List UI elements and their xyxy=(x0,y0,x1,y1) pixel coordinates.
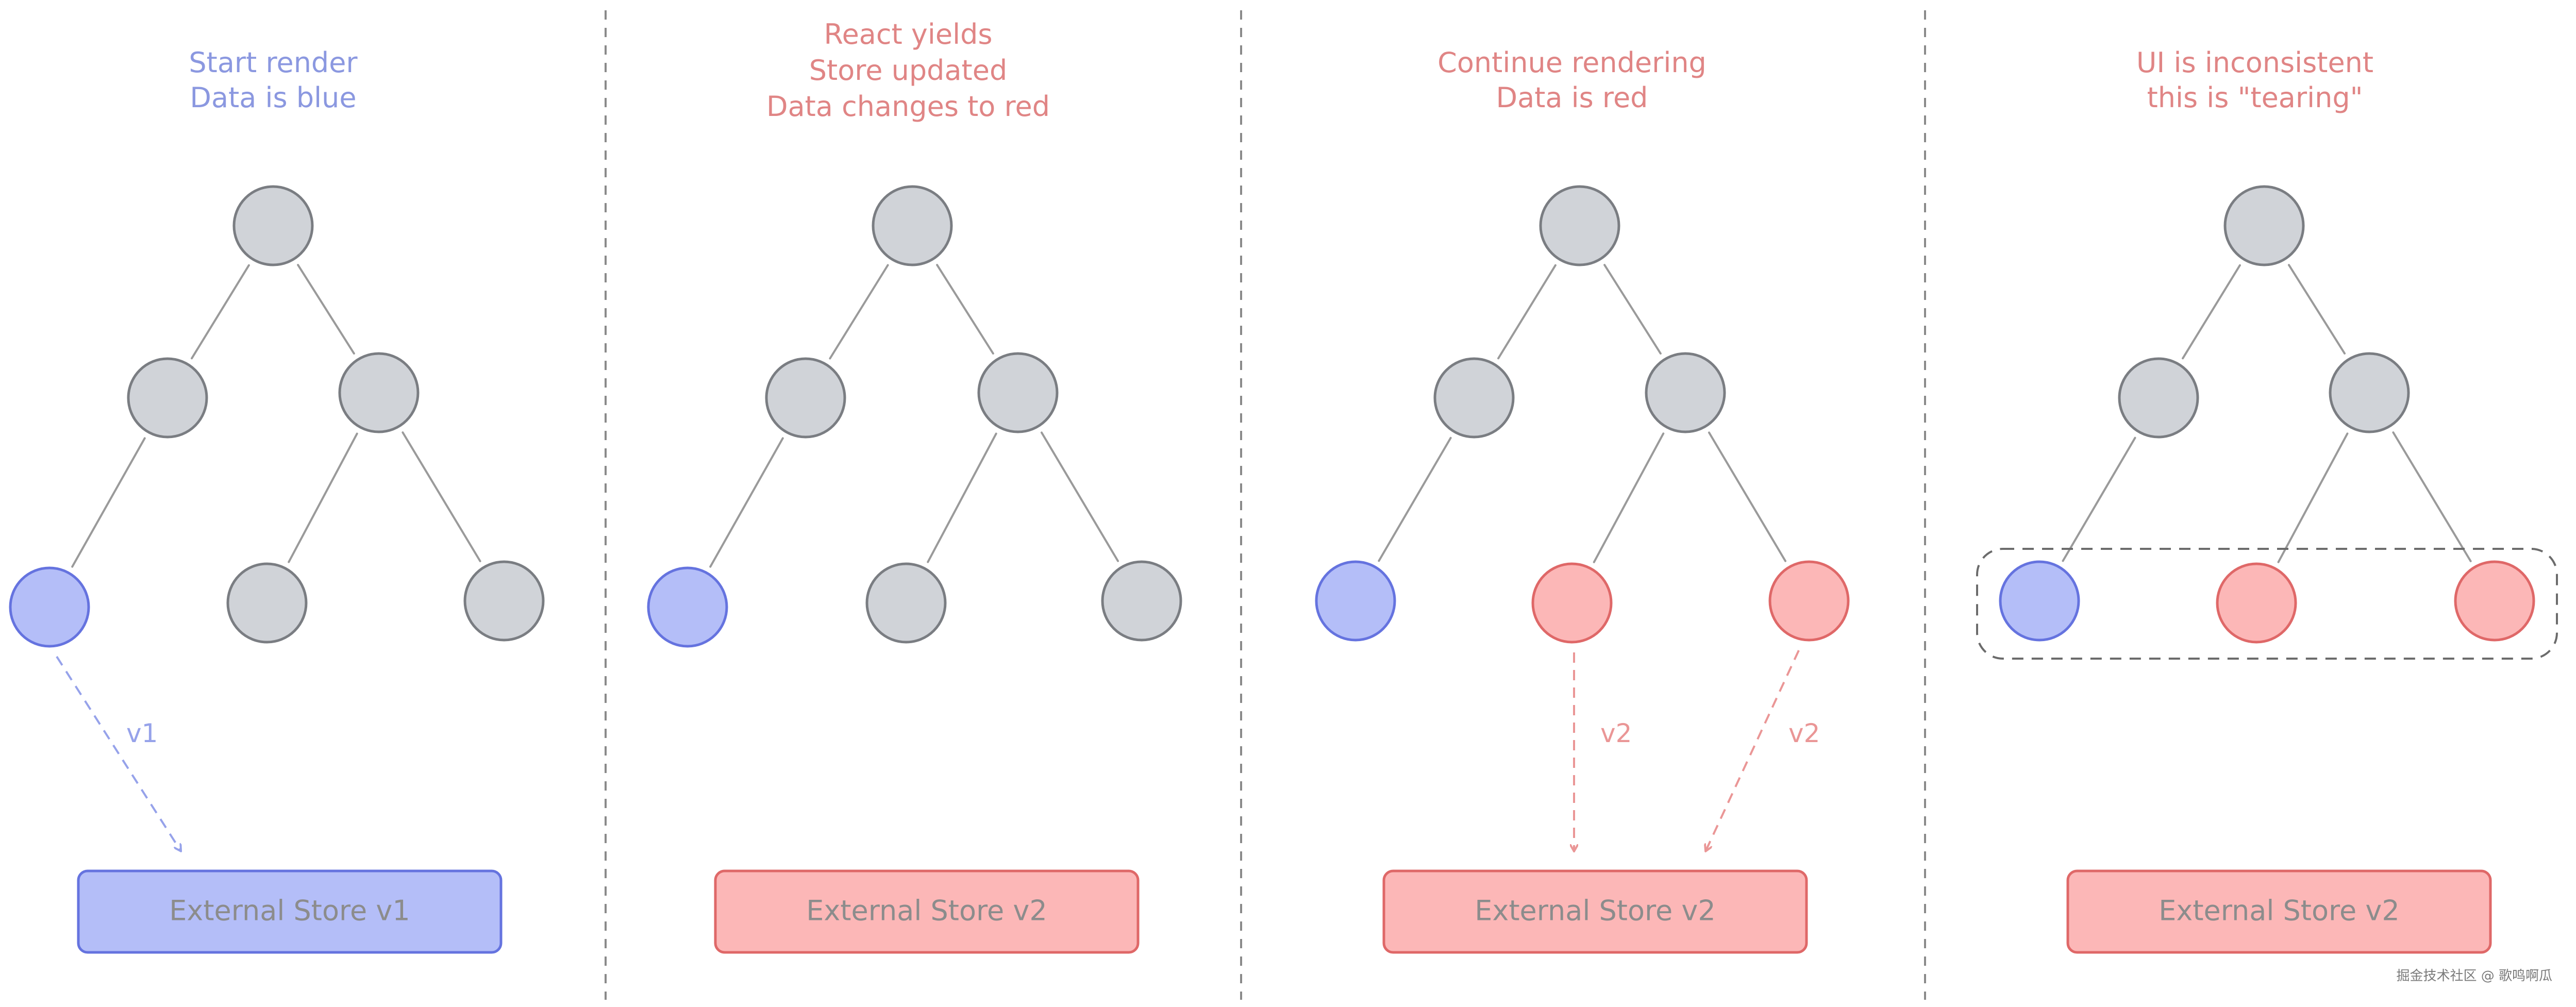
tree-edge xyxy=(297,264,355,355)
panel-caption-line: React yields xyxy=(824,18,992,51)
tree-edge xyxy=(71,437,146,568)
external-store-box xyxy=(1382,869,1808,954)
tree-edge xyxy=(2277,432,2349,563)
store-read-arrow xyxy=(56,656,180,850)
tree-edge xyxy=(829,264,889,360)
tree-edge xyxy=(191,264,250,360)
tree-edge xyxy=(1593,432,1665,563)
panel-caption-line: Data is blue xyxy=(190,81,356,114)
tree-edge xyxy=(1040,431,1119,562)
external-store-label: External Store v2 xyxy=(2159,895,2399,927)
tree-leaf-node-blue xyxy=(9,566,90,648)
panel-caption-line: Start render xyxy=(189,46,358,79)
tree-root-node xyxy=(1539,185,1620,266)
external-store-label: External Store v2 xyxy=(1475,895,1715,927)
arrow-version-label: v2 xyxy=(1600,718,1632,748)
tree-leaf-node-grey xyxy=(226,562,308,644)
panel-caption-line: UI is inconsistent xyxy=(2136,46,2373,79)
tree-root-node xyxy=(2223,185,2305,266)
external-store-label: External Store v1 xyxy=(169,895,410,927)
tree-node xyxy=(127,357,208,439)
panel-caption-line: Store updated xyxy=(809,54,1007,87)
tree-edge xyxy=(927,432,997,563)
tree-leaf-node-grey xyxy=(1101,560,1182,642)
panel-dividers xyxy=(605,10,1926,1000)
tree-node xyxy=(1433,357,1515,439)
tree-edge xyxy=(1497,264,1557,360)
tree-node xyxy=(2118,357,2199,439)
external-store-label: External Store v2 xyxy=(806,895,1047,927)
tree-edge xyxy=(288,432,358,563)
tree-leaf-node-red xyxy=(2216,562,2297,644)
store-read-arrow xyxy=(1706,650,1800,850)
panel-caption-line: this is "tearing" xyxy=(2147,81,2363,114)
tree-leaf-node-blue xyxy=(1999,560,2080,642)
tree-root-node xyxy=(872,185,953,266)
arrow-version-label: v1 xyxy=(126,718,158,748)
tree-node xyxy=(977,352,1059,433)
panel-caption-line: Data is red xyxy=(1496,81,1648,114)
tree-node xyxy=(765,357,846,439)
panel-caption-line: Continue rendering xyxy=(1437,46,1707,79)
tree-edge xyxy=(1378,437,1452,562)
external-store-box xyxy=(714,869,1140,954)
tree-edge xyxy=(709,437,784,568)
watermark-text: 掘金技术社区 @ 歌鸣啊瓜 xyxy=(2396,968,2552,984)
tree-edge xyxy=(1603,264,1662,355)
tree-node xyxy=(2329,352,2410,433)
tree-edge xyxy=(2287,264,2346,355)
tree-edge xyxy=(936,264,994,355)
tree-leaf-node-red xyxy=(2454,560,2535,642)
tree-leaf-node-grey xyxy=(865,562,947,644)
tree-edge xyxy=(2392,431,2472,562)
tree-edge xyxy=(2062,437,2136,562)
external-store-box xyxy=(2066,869,2492,954)
tree-leaf-node-red xyxy=(1531,562,1613,644)
arrow-version-label: v2 xyxy=(1788,718,1820,748)
tree-leaf-node-blue xyxy=(647,566,728,648)
tree-leaf-node-blue xyxy=(1315,560,1396,642)
panel-caption-line: Data changes to red xyxy=(766,90,1050,123)
tree-leaf-node-red xyxy=(1768,560,1850,642)
inconsistent-group-box xyxy=(1976,548,2558,660)
tree-node xyxy=(338,352,420,433)
tree-root-node xyxy=(232,185,314,266)
external-store-box xyxy=(77,869,503,954)
tree-edge xyxy=(1708,431,1787,562)
tree-edge xyxy=(2182,264,2241,360)
tree-node xyxy=(1645,352,1726,433)
tree-leaf-node-grey xyxy=(463,560,545,642)
tree-edge xyxy=(402,431,481,562)
